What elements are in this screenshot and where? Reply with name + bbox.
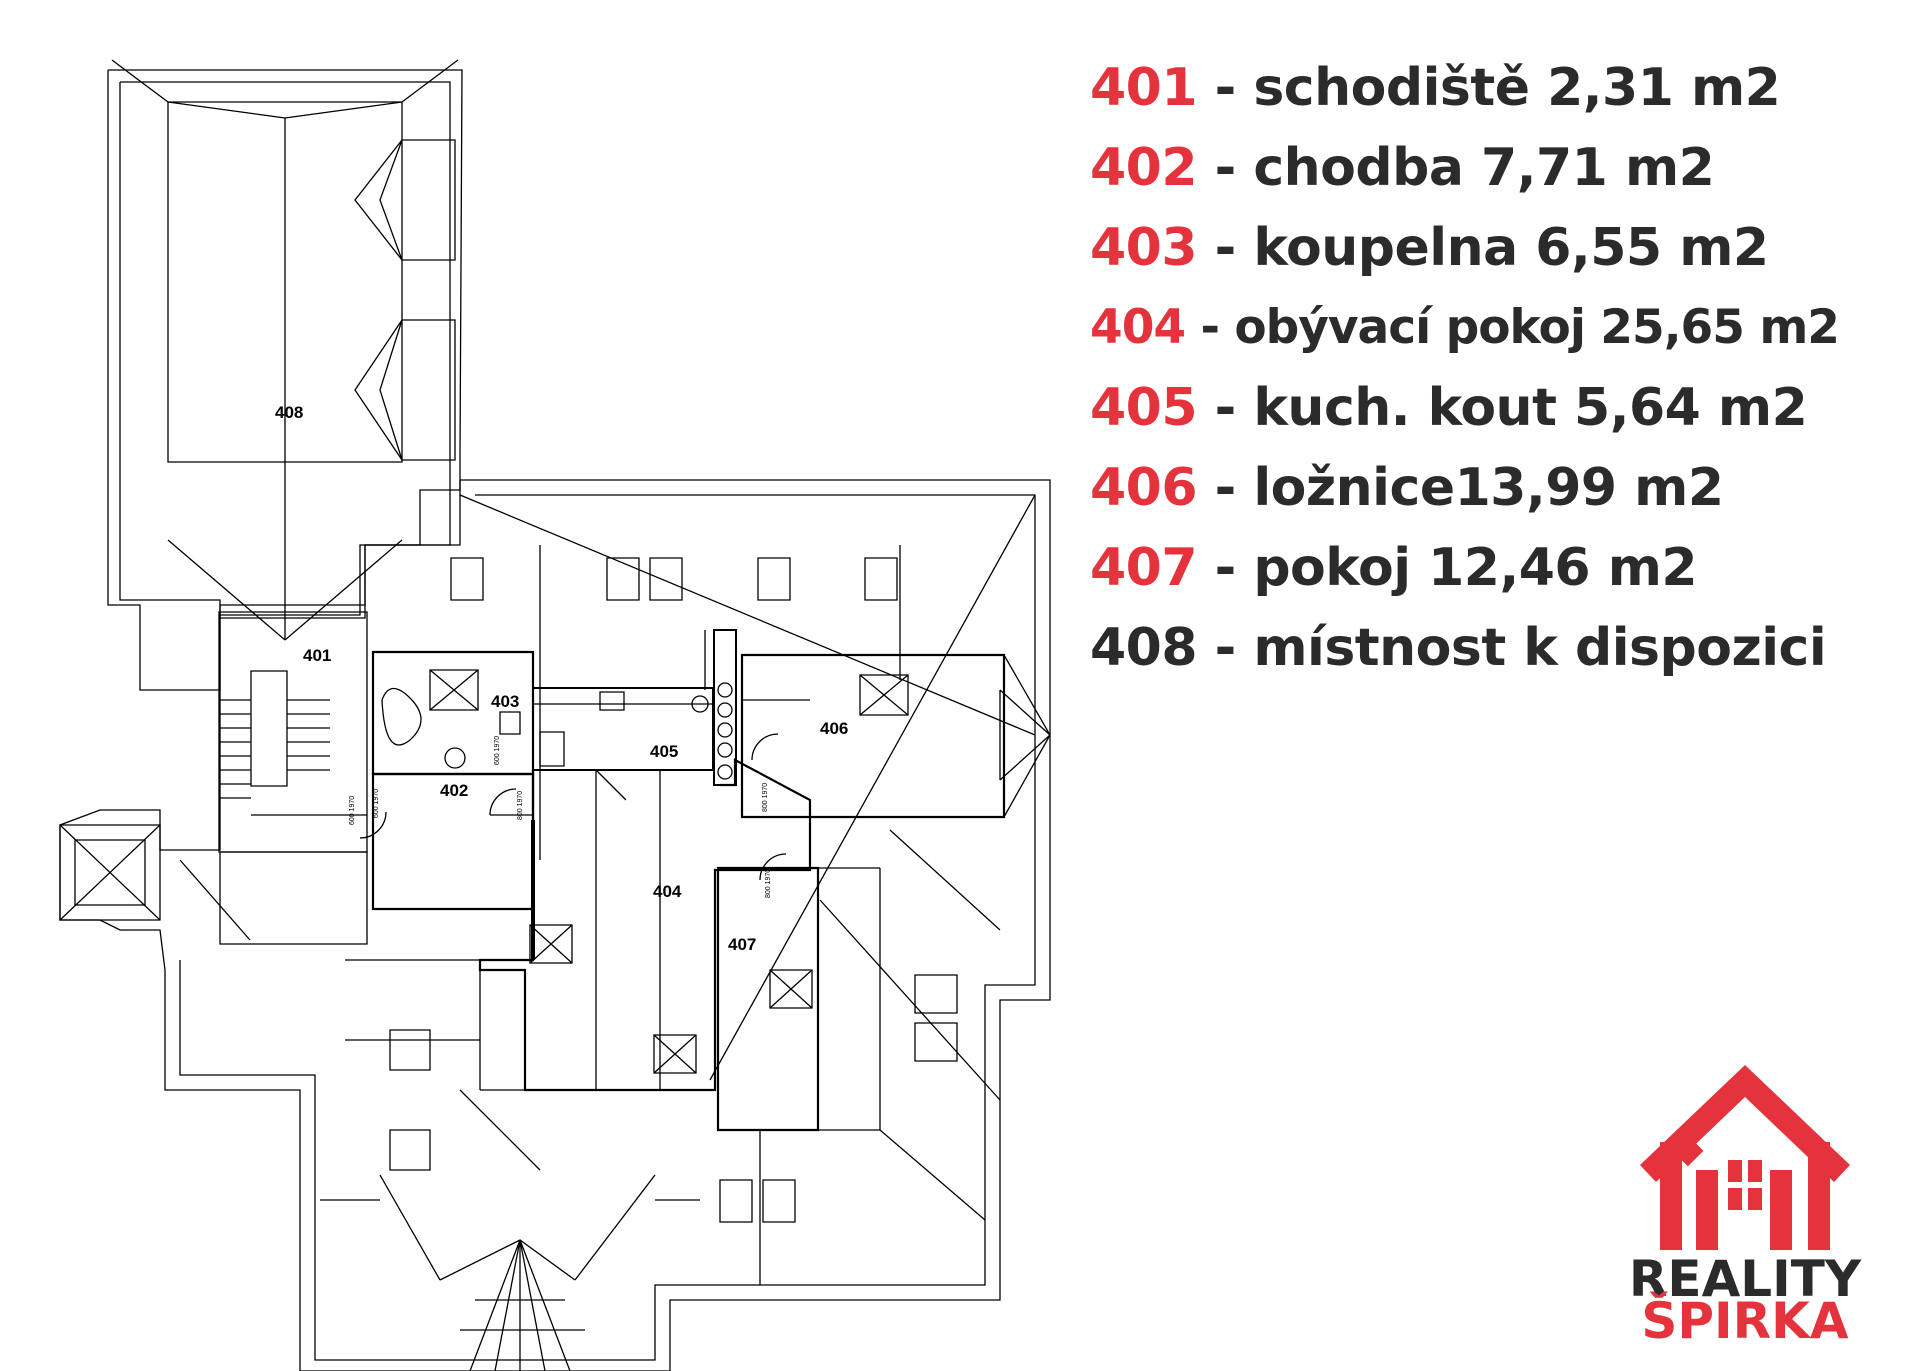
room-405 xyxy=(533,688,713,770)
door-dim-label: 800 1970 xyxy=(762,783,769,812)
legend-item-406: 406 - ložnice13,99 m2 xyxy=(1090,448,1920,528)
room-label-401: 401 xyxy=(303,646,331,665)
main-outline xyxy=(60,480,1050,1371)
room-401 xyxy=(219,612,367,852)
reality-spirka-logo: REALITY ŠPIRKA xyxy=(1629,1065,1862,1340)
legend-text: - schodiště 2,31 m2 xyxy=(1197,58,1781,118)
floor-plan: 600 1970 800 1970 600 1970 800 1970 800 … xyxy=(0,0,1090,1371)
room-406 xyxy=(742,655,1004,817)
room-label-404: 404 xyxy=(653,882,682,901)
room-label-407: 407 xyxy=(728,935,756,954)
legend-text: - kuch. kout 5,64 m2 xyxy=(1197,378,1808,438)
legend-text: - pokoj 12,46 m2 xyxy=(1197,538,1698,598)
legend-item-402: 402 - chodba 7,71 m2 xyxy=(1090,128,1920,208)
door-dim-label: 800 1970 xyxy=(765,869,772,898)
room-label-403: 403 xyxy=(491,692,519,711)
room-legend: 401 - schodiště 2,31 m2 402 - chodba 7,7… xyxy=(1090,48,1920,688)
legend-number: 406 xyxy=(1090,458,1198,518)
legend-number: 404 xyxy=(1090,300,1186,355)
door-dim-label: 800 1970 xyxy=(517,791,524,820)
room-label-408: 408 xyxy=(275,403,303,422)
legend-item-403: 403 - koupelna 6,55 m2 xyxy=(1090,208,1920,288)
legend-item-404: 404 - obývací pokoj 25,65 m2 xyxy=(1090,288,1920,368)
room-407 xyxy=(718,868,818,1130)
legend-text: - místnost k dispozici xyxy=(1197,618,1827,678)
legend-number: 407 xyxy=(1090,538,1198,598)
legend-item-407: 407 - pokoj 12,46 m2 xyxy=(1090,528,1920,608)
legend-text: - ložnice13,99 m2 xyxy=(1197,458,1724,518)
legend-text: - obývací pokoj 25,65 m2 xyxy=(1185,300,1840,355)
legend-number: 408 xyxy=(1090,618,1198,678)
logo-line1: REALITY xyxy=(1629,1250,1862,1308)
logo-line2: ŠPIRKA xyxy=(1641,1291,1849,1340)
legend-number: 403 xyxy=(1090,218,1198,278)
legend-number: 405 xyxy=(1090,378,1198,438)
door-dim-label: 600 1970 xyxy=(349,796,356,825)
room-label-406: 406 xyxy=(820,719,848,738)
legend-item-405: 405 - kuch. kout 5,64 m2 xyxy=(1090,368,1920,448)
legend-text: - koupelna 6,55 m2 xyxy=(1197,218,1769,278)
legend-item-408: 408 - místnost k dispozici xyxy=(1090,608,1920,688)
legend-text: - chodba 7,71 m2 xyxy=(1197,138,1715,198)
room-label-402: 402 xyxy=(440,781,468,800)
room-408-inner xyxy=(120,82,450,618)
door-dim-label: 600 1970 xyxy=(373,789,380,818)
legend-number: 401 xyxy=(1090,58,1198,118)
legend-item-401: 401 - schodiště 2,31 m2 xyxy=(1090,48,1920,128)
room-label-405: 405 xyxy=(650,742,678,761)
door-dim-label: 600 1970 xyxy=(494,736,501,765)
legend-number: 402 xyxy=(1090,138,1198,198)
